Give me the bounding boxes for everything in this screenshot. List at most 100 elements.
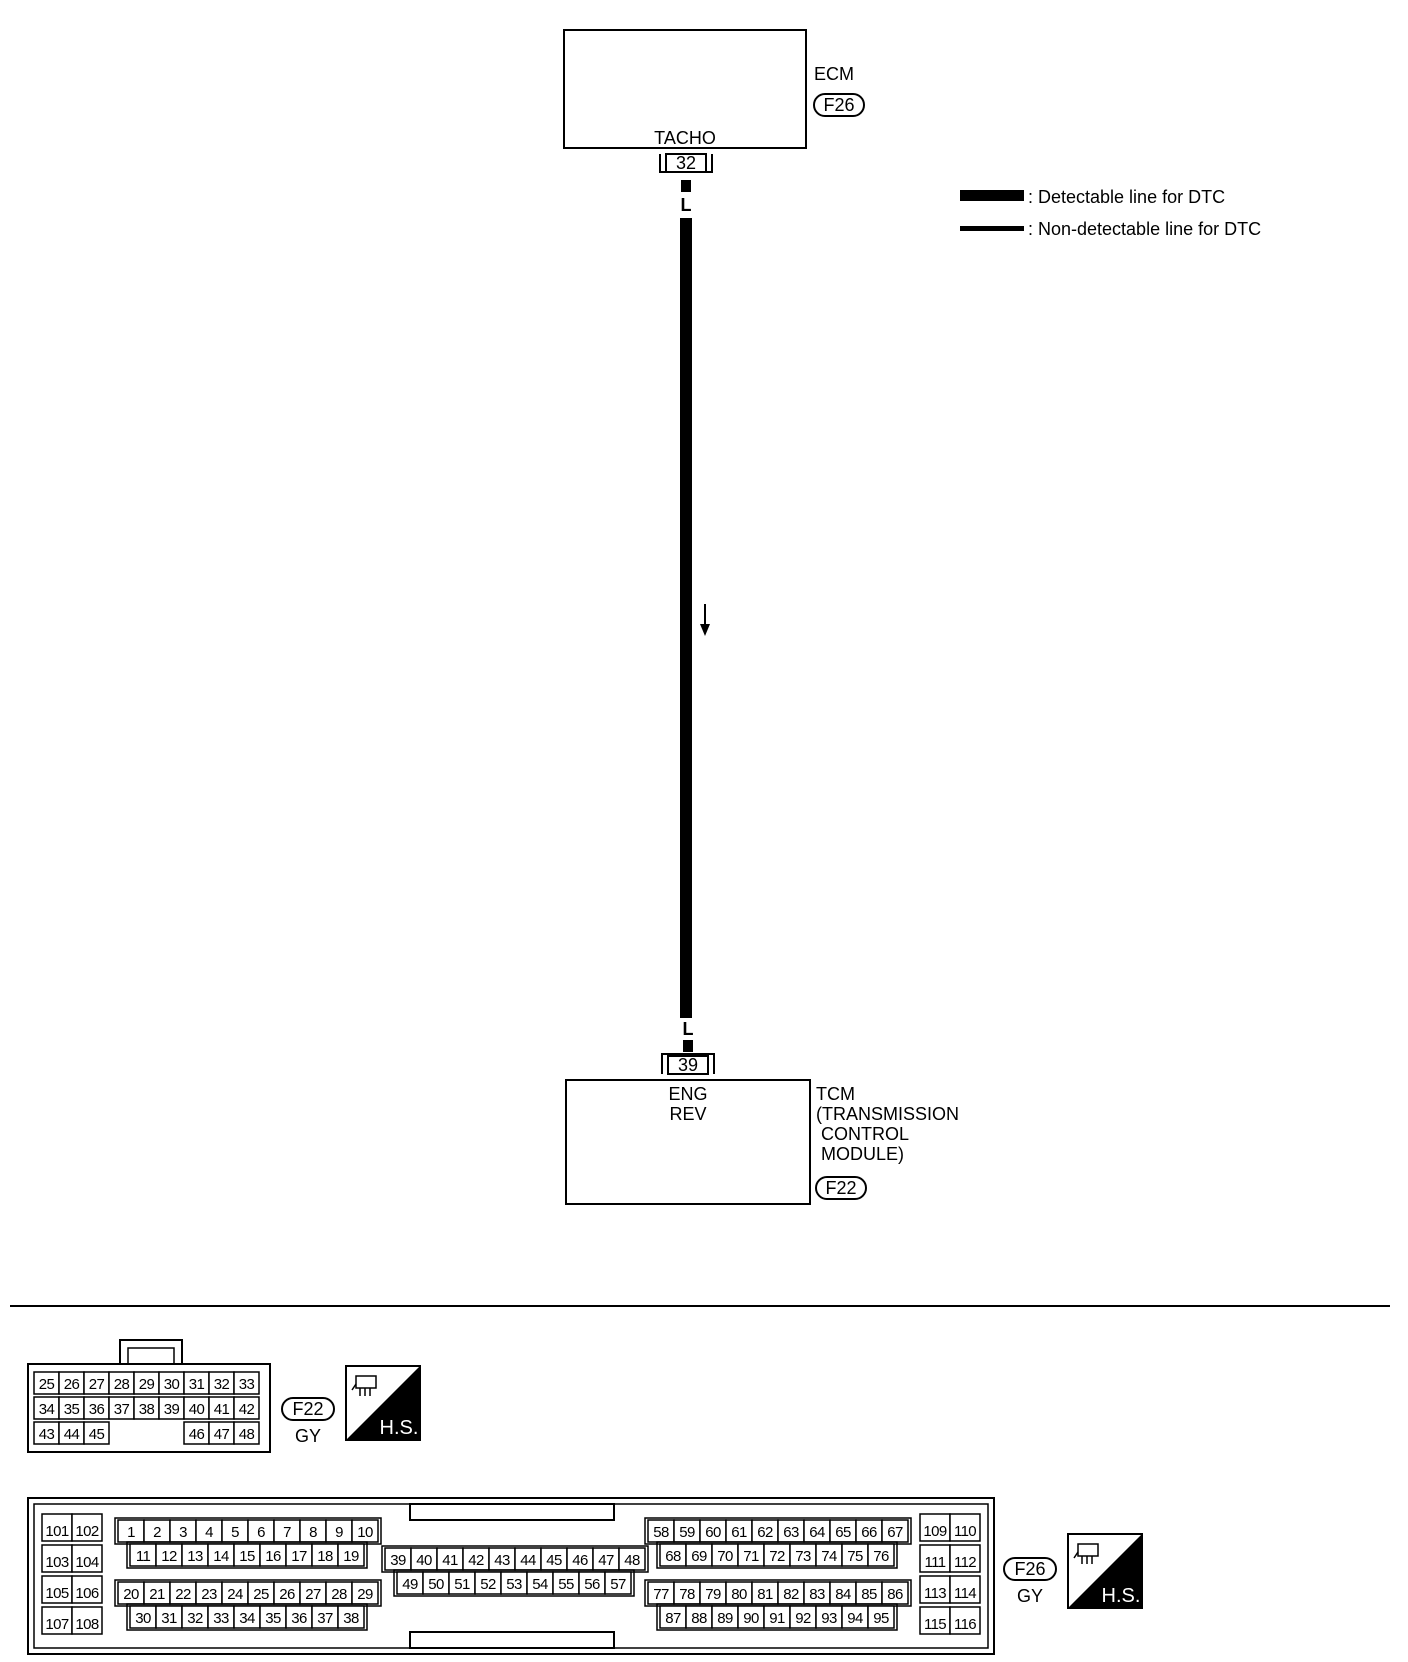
pin-number: 30 bbox=[135, 1610, 151, 1627]
pin-number: 107 bbox=[45, 1616, 68, 1633]
legend-detectable-text: : Detectable line for DTC bbox=[1028, 187, 1225, 207]
f22-hs-label: H.S. bbox=[380, 1417, 419, 1439]
pin-number: 42 bbox=[468, 1552, 484, 1569]
pin-number: 106 bbox=[75, 1585, 98, 1602]
tcm-label-4: MODULE) bbox=[816, 1144, 904, 1164]
f26-connector-id: F26 bbox=[1014, 1559, 1045, 1579]
pin-10: 10 bbox=[351, 1519, 379, 1543]
tcm-connector-id: F22 bbox=[825, 1178, 856, 1198]
pin-number: 33 bbox=[239, 1376, 255, 1393]
pin-number: 28 bbox=[331, 1586, 347, 1603]
pin-104: 104 bbox=[71, 1544, 103, 1573]
pin-43: 43 bbox=[488, 1547, 516, 1571]
pin-number: 39 bbox=[164, 1401, 180, 1418]
pin-8: 8 bbox=[299, 1519, 327, 1543]
pin-86: 86 bbox=[881, 1581, 909, 1605]
pin-number: 35 bbox=[64, 1401, 80, 1418]
ecm-connector-tag: F26 bbox=[813, 93, 865, 117]
pin-number: 7 bbox=[283, 1524, 291, 1541]
pin-number: 91 bbox=[769, 1610, 785, 1627]
pin-number: 25 bbox=[39, 1376, 55, 1393]
pin-55: 55 bbox=[552, 1571, 580, 1595]
pin-number: 77 bbox=[653, 1586, 669, 1603]
pin-number: 44 bbox=[64, 1426, 80, 1443]
pin-number: 30 bbox=[164, 1376, 180, 1393]
pin-number: 47 bbox=[598, 1552, 614, 1569]
pin-number: 34 bbox=[39, 1401, 55, 1418]
tcm-label-3: CONTROL bbox=[816, 1124, 909, 1144]
pin-35: 35 bbox=[259, 1605, 287, 1629]
tcm-terminal-name-2: REV bbox=[669, 1104, 706, 1124]
pin-number: 59 bbox=[679, 1524, 695, 1541]
pin-102: 102 bbox=[71, 1513, 103, 1542]
f22-connector-id: F22 bbox=[292, 1399, 323, 1419]
pin-109: 109 bbox=[919, 1513, 951, 1542]
pin-number: 65 bbox=[835, 1524, 851, 1541]
pin-number: 102 bbox=[75, 1523, 98, 1540]
pin-48: 48 bbox=[233, 1421, 260, 1445]
pin-69: 69 bbox=[685, 1543, 713, 1567]
pin-41: 41 bbox=[436, 1547, 464, 1571]
pin-33: 33 bbox=[233, 1371, 260, 1395]
pin-number: 62 bbox=[757, 1524, 773, 1541]
pin-76: 76 bbox=[867, 1543, 895, 1567]
pin-88: 88 bbox=[685, 1605, 713, 1629]
detectable-wire bbox=[680, 218, 692, 1018]
pin-52: 52 bbox=[474, 1571, 502, 1595]
pin-number: 41 bbox=[214, 1401, 230, 1418]
f22-connector-tag: F22 bbox=[281, 1397, 335, 1421]
tcm-box bbox=[565, 1079, 811, 1205]
f22-color: GY bbox=[295, 1426, 321, 1446]
pin-41: 41 bbox=[208, 1396, 235, 1420]
pin-number: 60 bbox=[705, 1524, 721, 1541]
pin-number: 19 bbox=[343, 1548, 359, 1565]
pin-number: 43 bbox=[494, 1552, 510, 1569]
pin-number: 105 bbox=[45, 1585, 68, 1602]
pin-29: 29 bbox=[351, 1581, 379, 1605]
pin-80: 80 bbox=[725, 1581, 753, 1605]
pin-51: 51 bbox=[448, 1571, 476, 1595]
pin-number: 20 bbox=[123, 1586, 139, 1603]
pin-113: 113 bbox=[919, 1575, 951, 1604]
pin-number: 36 bbox=[291, 1610, 307, 1627]
pin-number: 32 bbox=[187, 1610, 203, 1627]
pin-66: 66 bbox=[855, 1519, 883, 1543]
pin-number: 53 bbox=[506, 1576, 522, 1593]
pin-number: 37 bbox=[114, 1401, 130, 1418]
pin-13: 13 bbox=[181, 1543, 209, 1567]
pin-number: 34 bbox=[239, 1610, 255, 1627]
pin-89: 89 bbox=[711, 1605, 739, 1629]
legend-detectable-swatch bbox=[960, 190, 1024, 201]
pin-number: 109 bbox=[923, 1523, 946, 1540]
pin-number: 46 bbox=[189, 1426, 205, 1443]
pin-56: 56 bbox=[578, 1571, 606, 1595]
pin-number: 25 bbox=[253, 1586, 269, 1603]
pin-number: 103 bbox=[45, 1554, 68, 1571]
tcm-terminal-number: 39 bbox=[678, 1055, 698, 1075]
pin-91: 91 bbox=[763, 1605, 791, 1629]
pin-number: 35 bbox=[265, 1610, 281, 1627]
pin-15: 15 bbox=[233, 1543, 261, 1567]
pin-112: 112 bbox=[949, 1544, 981, 1573]
tcm-label-2: (TRANSMISSION bbox=[816, 1104, 959, 1124]
pin-number: 108 bbox=[75, 1616, 98, 1633]
pin-60: 60 bbox=[699, 1519, 727, 1543]
pin-34: 34 bbox=[33, 1396, 60, 1420]
pin-72: 72 bbox=[763, 1543, 791, 1567]
pin-number: 10 bbox=[357, 1524, 373, 1541]
pin-74: 74 bbox=[815, 1543, 843, 1567]
pin-85: 85 bbox=[855, 1581, 883, 1605]
pin-number: 112 bbox=[954, 1554, 976, 1571]
pin-75: 75 bbox=[841, 1543, 869, 1567]
pin-number: 27 bbox=[305, 1586, 321, 1603]
pin-40: 40 bbox=[183, 1396, 210, 1420]
pin-number: 45 bbox=[89, 1426, 105, 1443]
ecm-terminal-number: 32 bbox=[676, 153, 696, 173]
pin-116: 116 bbox=[949, 1606, 981, 1635]
pin-number: 84 bbox=[835, 1586, 851, 1603]
pin-23: 23 bbox=[195, 1581, 223, 1605]
pin-number: 6 bbox=[257, 1524, 265, 1541]
pin-number: 58 bbox=[653, 1524, 669, 1541]
pin-31: 31 bbox=[155, 1605, 183, 1629]
